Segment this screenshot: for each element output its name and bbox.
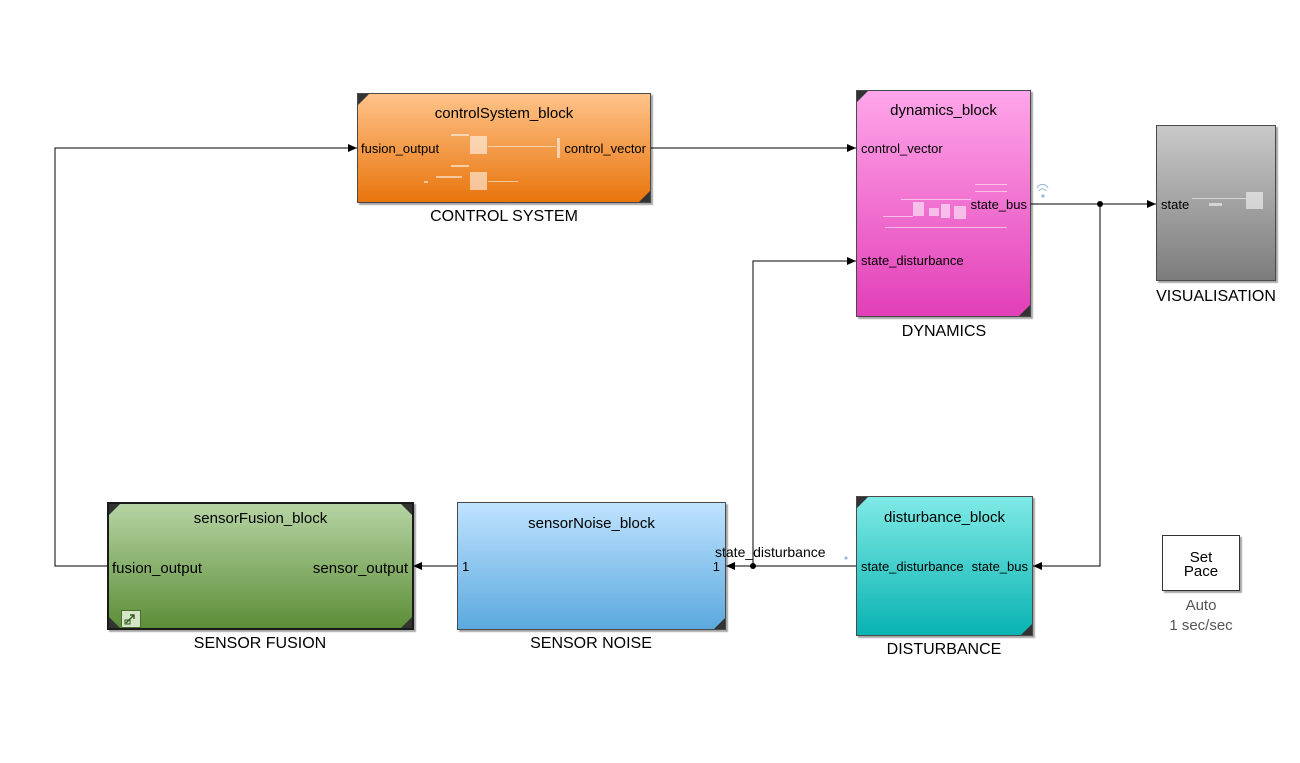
- port-out-1[interactable]: 1: [462, 559, 470, 574]
- pace-mode: Auto: [1185, 597, 1217, 614]
- dynamics-caption: DYNAMICS: [901, 323, 987, 340]
- corner-mark: [1021, 624, 1032, 635]
- corner-mark: [857, 91, 868, 102]
- signal-label-state-disturbance[interactable]: state_disturbance: [715, 544, 826, 560]
- set-pace-block[interactable]: Set Pace: [1162, 535, 1240, 591]
- branch-point-disturbance: [750, 563, 756, 569]
- block-title: sensorNoise_block: [528, 515, 655, 532]
- port-in-state[interactable]: state: [1161, 197, 1190, 212]
- sensor-noise-block[interactable]: sensorNoise_block 1 1: [457, 502, 726, 630]
- port-in-fusion-output[interactable]: fusion_output: [361, 141, 440, 156]
- disturbance-block[interactable]: disturbance_block state_disturbance stat…: [856, 496, 1033, 636]
- control-system-caption: CONTROL SYSTEM: [430, 208, 578, 225]
- port-in-control-vector[interactable]: control_vector: [861, 141, 943, 156]
- corner-mark: [714, 618, 725, 629]
- wireless-icon: [1036, 183, 1049, 192]
- corner-mark: [857, 497, 868, 508]
- sensor-fusion-block[interactable]: sensorFusion_block fusion_output sensor_…: [107, 502, 414, 630]
- branch-point-statebus: [1097, 201, 1103, 207]
- dynamics-block[interactable]: dynamics_block control_vector state_dist…: [856, 90, 1031, 317]
- set-pace-line1: Set: [1189, 549, 1213, 566]
- visualisation-block[interactable]: state: [1156, 125, 1276, 281]
- wire-fusion-to-control[interactable]: [54, 144, 357, 567]
- corner-mark: [401, 617, 412, 628]
- visualisation-caption: VISUALISATION: [1156, 288, 1276, 305]
- sensor-fusion-caption: SENSOR FUSION: [193, 635, 327, 652]
- port-in-sensor-output[interactable]: sensor_output: [312, 560, 408, 577]
- port-in-state-bus[interactable]: state_bus: [971, 559, 1028, 574]
- corner-mark: [358, 94, 369, 105]
- corner-mark: [639, 191, 650, 202]
- port-out-state-disturbance[interactable]: state_disturbance: [861, 559, 964, 574]
- corner-mark: [109, 504, 120, 515]
- block-title: disturbance_block: [884, 509, 1005, 526]
- block-title: sensorFusion_block: [193, 510, 328, 527]
- corner-mark: [1019, 305, 1030, 316]
- port-out-fusion-output[interactable]: fusion_output: [112, 560, 203, 577]
- sensor-noise-caption: SENSOR NOISE: [530, 635, 652, 652]
- port-out-state-bus[interactable]: state_bus: [970, 197, 1027, 212]
- subsystem-link-icon[interactable]: [121, 610, 141, 628]
- corner-mark: [109, 617, 120, 628]
- block-title: controlSystem_block: [434, 105, 574, 122]
- port-in-state-disturbance[interactable]: state_disturbance: [861, 253, 964, 268]
- set-pace-line2: Pace: [1183, 563, 1219, 580]
- wire-disturbance-to-dynamics[interactable]: [752, 257, 856, 566]
- wireless-icon-dot-2: [844, 556, 848, 560]
- port-out-control-vector[interactable]: control_vector: [564, 141, 646, 156]
- wire-statebus-to-disturbance[interactable]: [1033, 204, 1101, 570]
- disturbance-caption: DISTURBANCE: [886, 641, 1002, 658]
- wireless-icon-dot: [1041, 194, 1045, 198]
- pace-rate: 1 sec/sec: [1169, 617, 1233, 634]
- port-in-1[interactable]: 1: [712, 559, 720, 574]
- block-title: dynamics_block: [890, 102, 997, 119]
- control-system-block[interactable]: controlSystem_block fusion_output contro…: [357, 93, 651, 203]
